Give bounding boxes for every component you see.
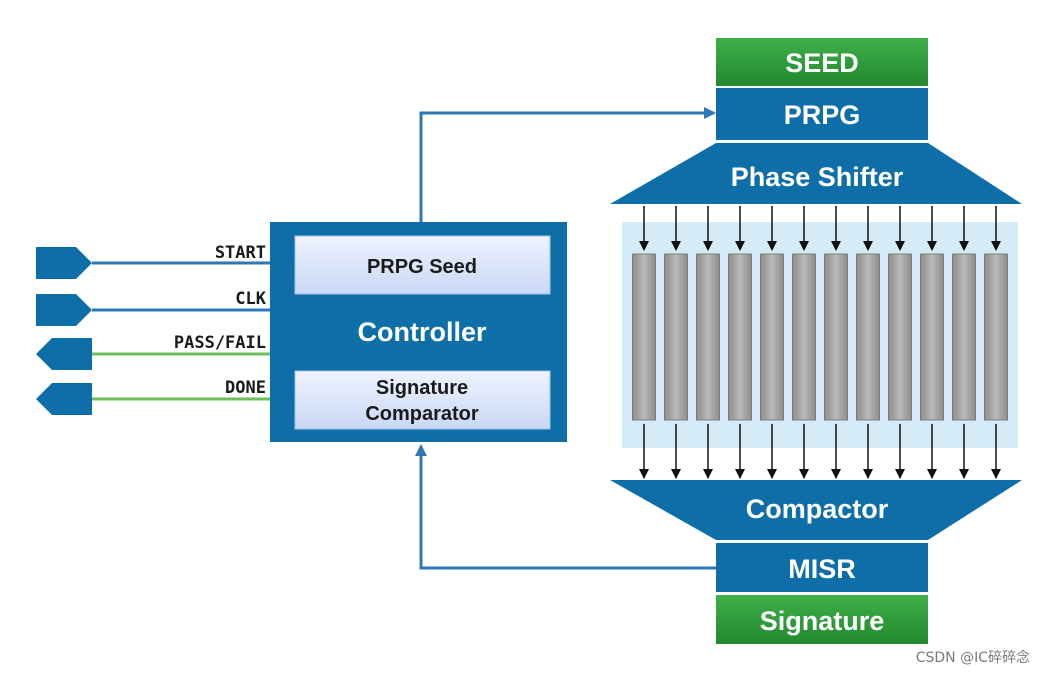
compactor-label: Compactor [746, 494, 889, 524]
signal-ports: START CLK PASS/FAIL DONE [36, 243, 270, 415]
phase-shifter-block: Phase Shifter [610, 143, 1022, 204]
scan-chain-3 [696, 253, 720, 421]
phase-shifter-label: Phase Shifter [731, 162, 904, 192]
start-port-icon [36, 247, 92, 279]
watermark-text: CSDN @IC碎碎念 [916, 649, 1030, 666]
done-label: DONE [225, 378, 266, 398]
scan-chain-8 [856, 253, 880, 421]
signature-comparator-label-line2: Comparator [365, 403, 479, 425]
scan-chain-4 [728, 253, 752, 421]
controller-label: Controller [357, 317, 486, 347]
clk-label: CLK [235, 289, 266, 309]
signature-label: Signature [760, 606, 885, 636]
prpg-seed-box [294, 235, 551, 295]
controller-to-prpg-arrow [419, 107, 716, 222]
seed-block: SEED [716, 38, 928, 86]
scan-chain-6 [792, 253, 816, 421]
signature-block: Signature [716, 595, 928, 644]
prpg-block: PRPG [716, 88, 928, 140]
start-label: START [215, 243, 266, 263]
scan-chain-11 [952, 253, 976, 421]
scan-chain-1 [632, 253, 656, 421]
seed-label: SEED [785, 48, 859, 78]
prpg-label: PRPG [784, 100, 861, 130]
misr-block: MISR [716, 543, 928, 592]
pass-fail-port-icon [36, 338, 92, 370]
clk-port-icon [36, 294, 92, 326]
scan-chain-2 [664, 253, 688, 421]
scan-chain-12 [984, 253, 1008, 421]
misr-to-controller-arrow [415, 444, 716, 570]
compactor-block: Compactor [610, 480, 1022, 540]
prpg-seed-label: PRPG Seed [367, 256, 477, 278]
misr-label: MISR [788, 554, 856, 584]
done-port-icon [36, 383, 92, 415]
scan-chain-9 [888, 253, 912, 421]
scan-chains [632, 206, 1008, 479]
scan-chain-7 [824, 253, 848, 421]
controller-block: PRPG Seed Controller Signature Comparato… [270, 222, 567, 442]
signature-comparator-box [294, 370, 551, 430]
scan-chain-5 [760, 253, 784, 421]
pass-fail-label: PASS/FAIL [174, 333, 266, 353]
signature-comparator-label-line1: Signature [376, 377, 468, 399]
scan-chain-10 [920, 253, 944, 421]
